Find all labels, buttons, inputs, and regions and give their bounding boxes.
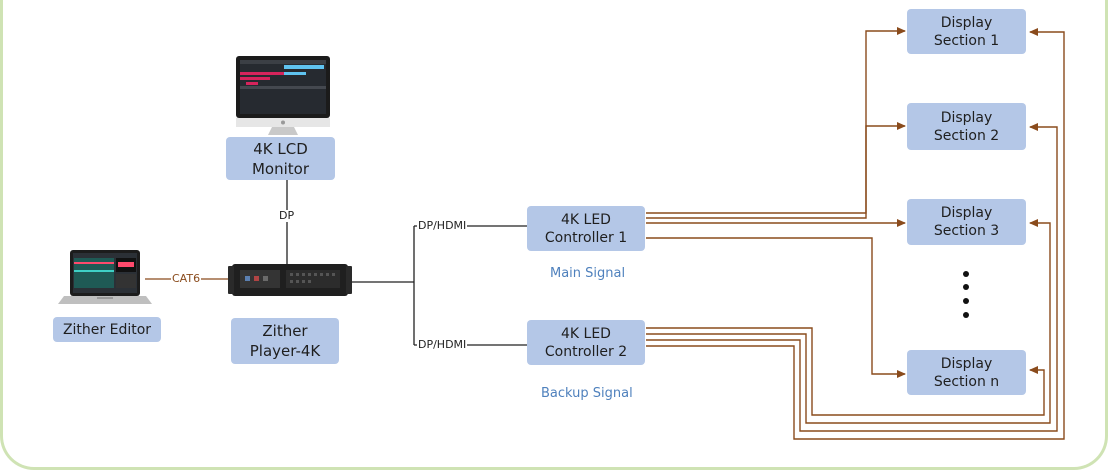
imac-monitor-image xyxy=(236,56,330,135)
backup-line-section2 xyxy=(646,123,1058,432)
ellipsis-dot-3 xyxy=(963,298,969,304)
dp-hdmi-bottom-label: DP/HDMI xyxy=(417,338,468,351)
editor-box: Zither Editor xyxy=(53,317,161,342)
display-section-n-box: Display Section n xyxy=(907,350,1026,395)
ellipsis-dot-2 xyxy=(963,284,969,290)
dp-hdmi-top-label: DP/HDMI xyxy=(417,219,468,232)
main-line-sectionn xyxy=(646,237,906,378)
display-section-2-box: Display Section 2 xyxy=(907,103,1026,150)
controller2-box: 4K LED Controller 2 xyxy=(527,320,645,365)
cat6-label: CAT6 xyxy=(171,272,202,285)
laptop-image xyxy=(58,250,152,304)
controller1-box: 4K LED Controller 1 xyxy=(527,206,645,251)
main-line-section1 xyxy=(646,27,906,214)
display-section-3-box: Display Section 3 xyxy=(907,199,1026,245)
player-device-image xyxy=(228,264,352,296)
ellipsis-dot-4 xyxy=(963,312,969,318)
backup-line-section1 xyxy=(646,28,1065,440)
main-signal-label: Main Signal xyxy=(550,266,626,281)
main-line-section2 xyxy=(646,122,906,219)
ellipsis-dot-1 xyxy=(963,271,969,277)
player-box: Zither Player-4K xyxy=(231,318,339,364)
backup-line-section3 xyxy=(646,219,1051,424)
backup-line-sectionn xyxy=(646,327,1045,416)
monitor-box: 4K LCD Monitor xyxy=(226,137,335,180)
dp-label: DP xyxy=(278,209,296,222)
display-section-1-box: Display Section 1 xyxy=(907,9,1026,54)
backup-signal-label: Backup Signal xyxy=(541,386,633,401)
